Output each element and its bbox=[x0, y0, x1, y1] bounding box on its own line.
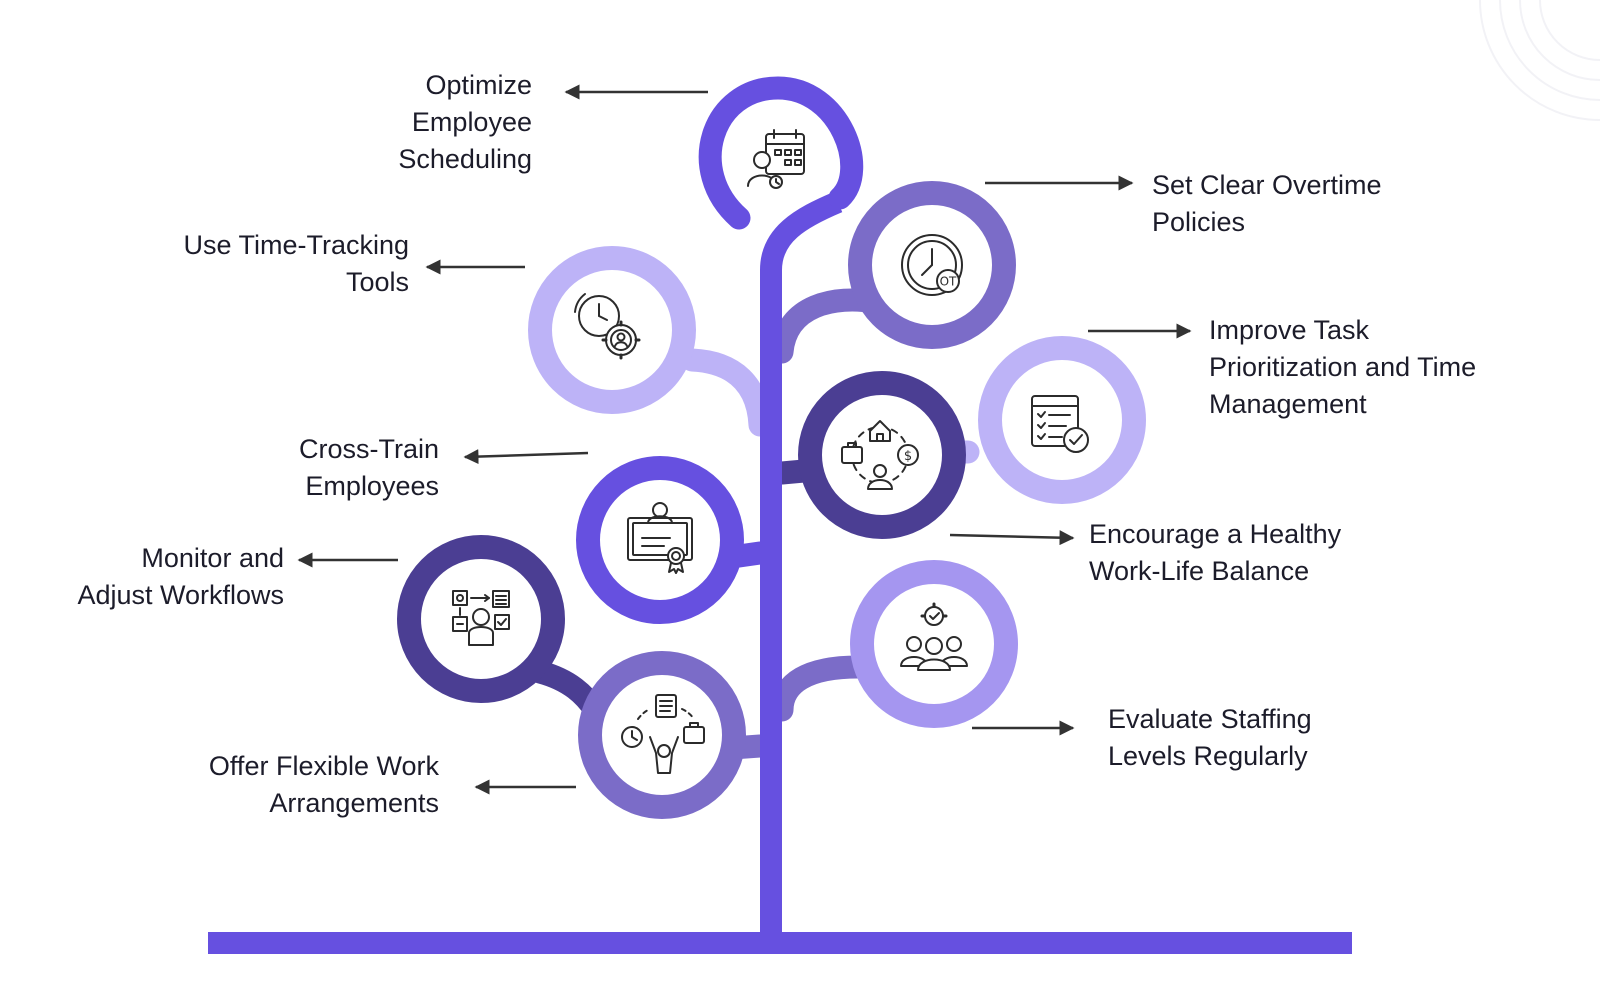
svg-text:$: $ bbox=[904, 449, 912, 464]
arrows bbox=[297, 84, 1192, 795]
label-monitor-workflows: Monitor and Adjust Workflows bbox=[77, 540, 284, 614]
clock-gear-icon bbox=[574, 293, 641, 360]
label-time-tracking-tools: Use Time-Tracking Tools bbox=[183, 227, 409, 301]
clock-ot-icon: OT bbox=[901, 234, 963, 296]
label-line: Adjust Workflows bbox=[77, 580, 284, 610]
label-line: Policies bbox=[1152, 207, 1246, 237]
label-line: Improve Task bbox=[1209, 315, 1370, 345]
label-line: Levels Regularly bbox=[1108, 741, 1308, 771]
svg-text:OT: OT bbox=[940, 275, 957, 289]
label-line: Employees bbox=[305, 471, 439, 501]
tree-trunk bbox=[760, 191, 843, 933]
certificate-icon bbox=[627, 502, 693, 574]
workflow-icon bbox=[452, 590, 510, 646]
label-line: Tools bbox=[345, 267, 409, 297]
label-work-life-balance: Encourage a Healthy Work-Life Balance bbox=[1089, 516, 1341, 590]
team-icon bbox=[900, 602, 968, 671]
label-line: Scheduling bbox=[398, 144, 532, 174]
ring-task bbox=[978, 336, 1146, 504]
branch-staffing bbox=[770, 655, 870, 722]
checklist-icon bbox=[1031, 395, 1089, 453]
hook-ring bbox=[698, 76, 864, 230]
label-line: Management bbox=[1209, 389, 1367, 419]
flexible-work-icon bbox=[621, 694, 705, 774]
label-set-overtime-policies: Set Clear Overtime Policies bbox=[1152, 167, 1382, 241]
calendar-person-icon bbox=[747, 129, 805, 189]
branch-time-tracking bbox=[680, 348, 772, 437]
arrow-cross-train bbox=[463, 449, 589, 465]
label-task-prioritization: Improve Task Prioritization and Time Man… bbox=[1209, 312, 1476, 423]
decorative-rings bbox=[1479, 0, 1600, 121]
label-line: Optimize bbox=[425, 70, 532, 100]
label-line: Encourage a Healthy bbox=[1089, 519, 1342, 549]
label-optimize-scheduling: Optimize Employee Scheduling bbox=[398, 67, 532, 178]
label-line: Arrangements bbox=[269, 788, 439, 818]
label-line: Evaluate Staffing bbox=[1108, 704, 1312, 734]
label-staffing-levels: Evaluate Staffing Levels Regularly bbox=[1108, 701, 1312, 775]
label-line: Use Time-Tracking bbox=[183, 230, 409, 260]
label-line: Cross-Train bbox=[298, 434, 439, 464]
label-line: Employee bbox=[411, 107, 532, 137]
label-line: Monitor and bbox=[141, 543, 284, 573]
label-line: Prioritization and Time bbox=[1209, 352, 1477, 382]
ring-flexible bbox=[578, 651, 746, 819]
label-line: Set Clear Overtime bbox=[1152, 170, 1382, 200]
work-life-icon: $ bbox=[841, 420, 919, 490]
label-flexible-work: Offer Flexible Work Arrangements bbox=[209, 748, 439, 822]
ring-work-life bbox=[798, 371, 966, 539]
ground-bar bbox=[208, 932, 1352, 954]
label-line: Offer Flexible Work bbox=[208, 751, 439, 781]
label-line: Work-Life Balance bbox=[1089, 556, 1310, 586]
label-cross-train: Cross-Train Employees bbox=[299, 431, 439, 505]
arrow-work-life bbox=[949, 530, 1075, 546]
ring-cross-train bbox=[576, 456, 744, 624]
